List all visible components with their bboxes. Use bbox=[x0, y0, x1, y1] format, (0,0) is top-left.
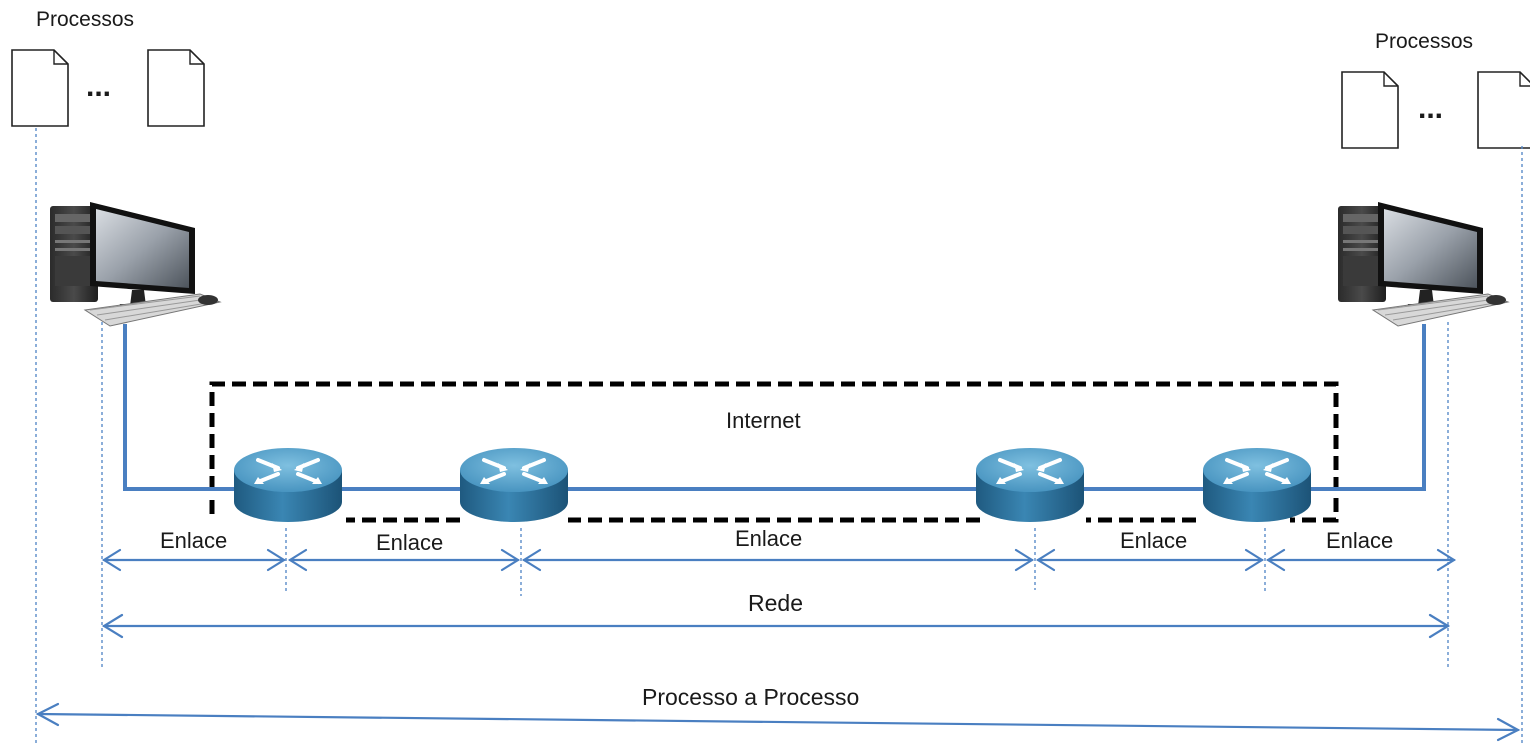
network-label: Rede bbox=[748, 590, 803, 616]
process-arrow bbox=[35, 702, 1521, 742]
link-arrows bbox=[101, 548, 1457, 572]
internet-boundary bbox=[209, 381, 1339, 523]
network-arrow bbox=[101, 613, 1451, 639]
left-ellipsis: ... bbox=[86, 70, 111, 103]
document-icon bbox=[147, 49, 205, 127]
right-host: Processos ... bbox=[1337, 30, 1530, 327]
physical-link bbox=[123, 324, 1426, 491]
link-label: Enlace bbox=[1326, 528, 1393, 553]
left-processes-label: Processos bbox=[36, 8, 134, 31]
document-icon bbox=[1341, 71, 1399, 149]
link-label: Enlace bbox=[1120, 528, 1187, 553]
right-processes-label: Processos bbox=[1375, 30, 1473, 53]
router-icon bbox=[1201, 446, 1313, 524]
process-to-process-label: Processo a Processo bbox=[642, 684, 859, 710]
router-icon bbox=[458, 446, 570, 524]
link-label: Enlace bbox=[376, 530, 443, 555]
link-label: Enlace bbox=[160, 528, 227, 553]
computer-icon bbox=[49, 201, 221, 327]
right-ellipsis: ... bbox=[1418, 92, 1443, 125]
router-icon bbox=[232, 446, 344, 524]
computer-icon bbox=[1337, 201, 1509, 327]
internet-label: Internet bbox=[726, 408, 801, 433]
document-icon bbox=[11, 49, 69, 127]
guide-lines bbox=[35, 128, 1523, 744]
router-icon bbox=[974, 446, 1086, 524]
left-host: Processos ... bbox=[11, 8, 221, 327]
link-label: Enlace bbox=[735, 526, 802, 551]
document-icon bbox=[1477, 71, 1530, 149]
